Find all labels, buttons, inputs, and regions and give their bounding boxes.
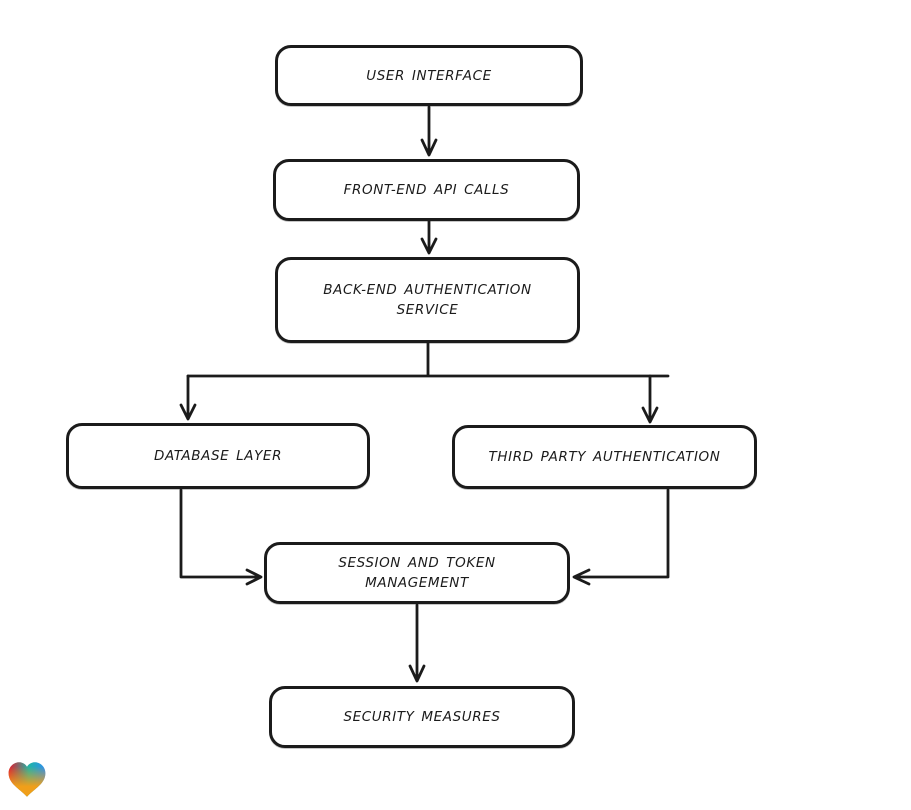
edge-database-layer-to-session-management: [179, 488, 263, 586]
edge-third-party-to-session-management: [572, 488, 670, 586]
node-label: BACK-END AUTHENTICATION: [323, 282, 532, 298]
node-label: DATABASE LAYER: [153, 448, 283, 464]
edge-user-interface-to-front-end-api-calls: [420, 105, 438, 157]
node-user-interface: USER INTERFACE: [275, 45, 583, 106]
node-database-layer: DATABASE LAYER: [66, 423, 370, 489]
node-label: MANAGEMENT: [365, 575, 469, 591]
node-label: SESSION AND TOKEN: [338, 555, 496, 571]
edge-back-end-branch-stem: [186, 341, 670, 378]
node-label: THIRD PARTY AUTHENTICATION: [488, 449, 721, 465]
edge-session-management-to-security-measures: [408, 603, 426, 683]
node-label: FRONT-END API CALLS: [343, 182, 510, 198]
node-label: SECURITY MEASURES: [343, 709, 501, 725]
node-security-measures: SECURITY MEASURES: [269, 686, 575, 748]
node-label: USER INTERFACE: [366, 67, 492, 84]
node-label: SERVICE: [396, 302, 459, 318]
edge-back-end-to-third-party-authentication: [641, 374, 659, 424]
node-third-party-authentication: THIRD PARTY AUTHENTICATION: [452, 425, 757, 489]
node-back-end-authentication-service: BACK-END AUTHENTICATION SERVICE: [275, 257, 580, 343]
node-session-and-token-management: SESSION AND TOKEN MANAGEMENT: [264, 542, 570, 604]
edge-back-end-to-database-layer: [179, 374, 197, 421]
gradient-heart-icon: [8, 762, 46, 797]
edge-front-end-api-calls-to-back-end-authentication-service: [420, 219, 438, 255]
lovable-badge[interactable]: [8, 761, 46, 798]
node-front-end-api-calls: FRONT-END API CALLS: [273, 159, 580, 221]
